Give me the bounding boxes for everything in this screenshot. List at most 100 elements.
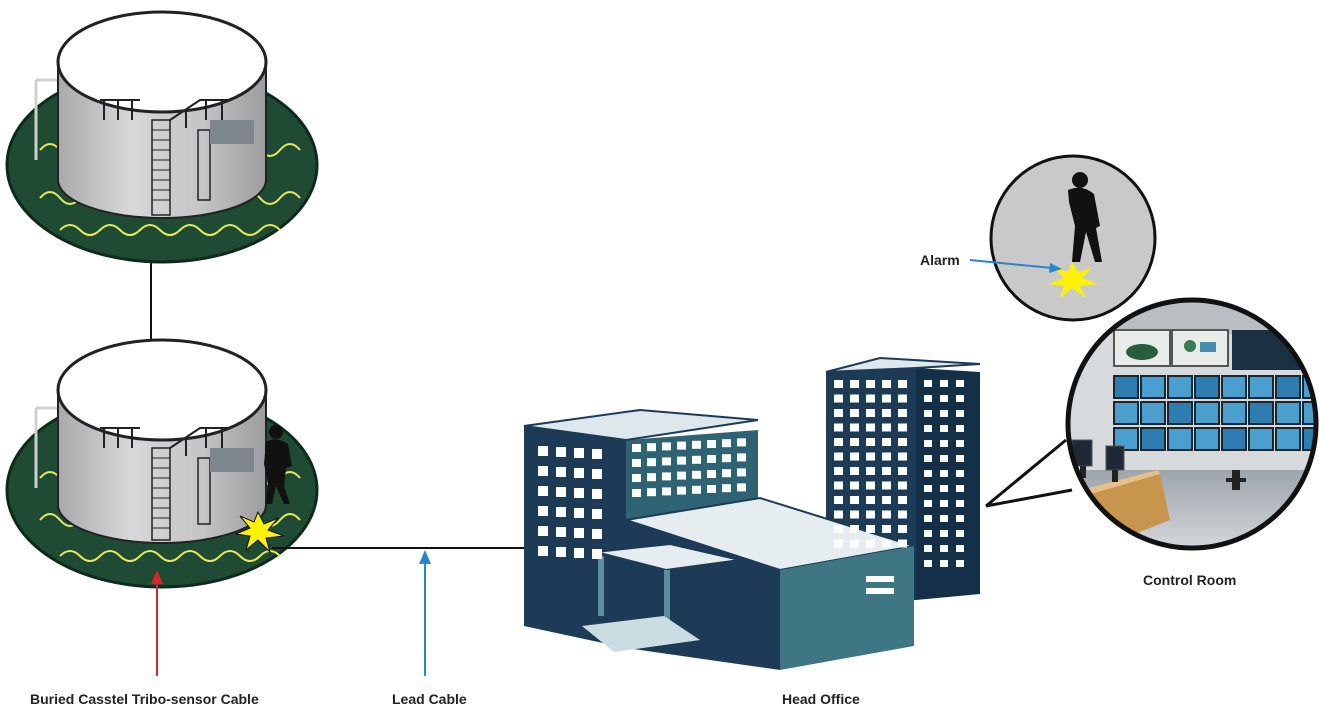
building-window	[834, 540, 843, 548]
building-window	[940, 425, 948, 432]
building-window	[956, 470, 964, 477]
tank-roof	[58, 340, 266, 440]
building-window	[556, 507, 566, 517]
cctv-monitor	[1114, 376, 1138, 398]
building-window	[882, 409, 891, 417]
cctv-monitor	[1222, 376, 1246, 398]
building-window	[956, 500, 964, 507]
building-window	[940, 470, 948, 477]
building-window	[850, 467, 859, 475]
office-building-icon	[524, 358, 980, 670]
building-window	[737, 453, 746, 461]
building-window	[898, 511, 907, 519]
building-window	[924, 425, 932, 432]
building-window	[956, 545, 964, 552]
building-window	[866, 424, 875, 432]
alarm-detail	[970, 156, 1155, 320]
building-window	[866, 438, 875, 446]
cctv-monitor	[1195, 402, 1219, 424]
building-window	[956, 515, 964, 522]
building-window	[722, 469, 731, 477]
building-window	[940, 515, 948, 522]
building-window	[574, 528, 584, 538]
building-window	[632, 459, 641, 467]
building-window	[898, 438, 907, 446]
storage-tank-top	[7, 12, 317, 262]
cctv-monitor	[1195, 376, 1219, 398]
building-window	[677, 487, 686, 495]
cctv-monitor	[1249, 402, 1273, 424]
building-window	[866, 525, 875, 533]
building-window	[898, 453, 907, 461]
building-window	[956, 560, 964, 567]
building-window	[850, 496, 859, 504]
building-window	[834, 511, 843, 519]
building-window	[940, 485, 948, 492]
building-window	[898, 496, 907, 504]
cctv-monitor	[1168, 402, 1192, 424]
building-window	[956, 410, 964, 417]
building-window	[924, 500, 932, 507]
building-window	[556, 487, 566, 497]
building-window	[538, 526, 548, 536]
cctv-monitor	[1168, 428, 1192, 450]
building-window	[834, 395, 843, 403]
building-window	[850, 424, 859, 432]
building-window	[882, 511, 891, 519]
control-room-label: Control Room	[1143, 572, 1236, 588]
building-window	[538, 466, 548, 476]
building-window	[834, 380, 843, 388]
building-window	[538, 506, 548, 516]
building-window	[556, 547, 566, 557]
building-window	[940, 440, 948, 447]
building-window	[866, 496, 875, 504]
cctv-monitor	[1195, 428, 1219, 450]
building-window	[662, 457, 671, 465]
building-window	[850, 525, 859, 533]
cctv-monitor	[1222, 428, 1246, 450]
building-window	[574, 468, 584, 478]
building-window	[940, 560, 948, 567]
building-window	[538, 446, 548, 456]
building-window	[592, 529, 602, 539]
building-window	[737, 468, 746, 476]
building-window	[866, 467, 875, 475]
building-window	[538, 546, 548, 556]
building-window	[924, 455, 932, 462]
building-window	[692, 486, 701, 494]
building-window	[866, 453, 875, 461]
building-window	[924, 440, 932, 447]
building-window	[834, 467, 843, 475]
building-window	[592, 549, 602, 559]
cctv-monitor	[1276, 402, 1300, 424]
building-window	[647, 458, 656, 466]
building-window	[850, 511, 859, 519]
building-window	[866, 511, 875, 519]
building-window	[722, 484, 731, 492]
building-window	[692, 441, 701, 449]
blue-arrow	[419, 550, 431, 676]
alarm-label: Alarm	[920, 252, 960, 268]
building-window	[956, 530, 964, 537]
building-window	[940, 380, 948, 387]
building-window	[866, 482, 875, 490]
building-window	[850, 409, 859, 417]
building-window	[692, 456, 701, 464]
building-window	[556, 467, 566, 477]
building-window	[834, 453, 843, 461]
building-window	[574, 448, 584, 458]
lead-cable-label: Lead Cable	[392, 691, 467, 707]
cctv-monitor	[1276, 428, 1300, 450]
building-window	[647, 488, 656, 496]
cctv-monitor	[1249, 428, 1273, 450]
cctv-monitor	[1114, 402, 1138, 424]
building-window	[940, 395, 948, 402]
building-window	[592, 489, 602, 499]
building-window	[898, 525, 907, 533]
building-window	[662, 472, 671, 480]
building-window	[834, 496, 843, 504]
building-window	[556, 527, 566, 537]
building-window	[632, 444, 641, 452]
building-window	[647, 473, 656, 481]
